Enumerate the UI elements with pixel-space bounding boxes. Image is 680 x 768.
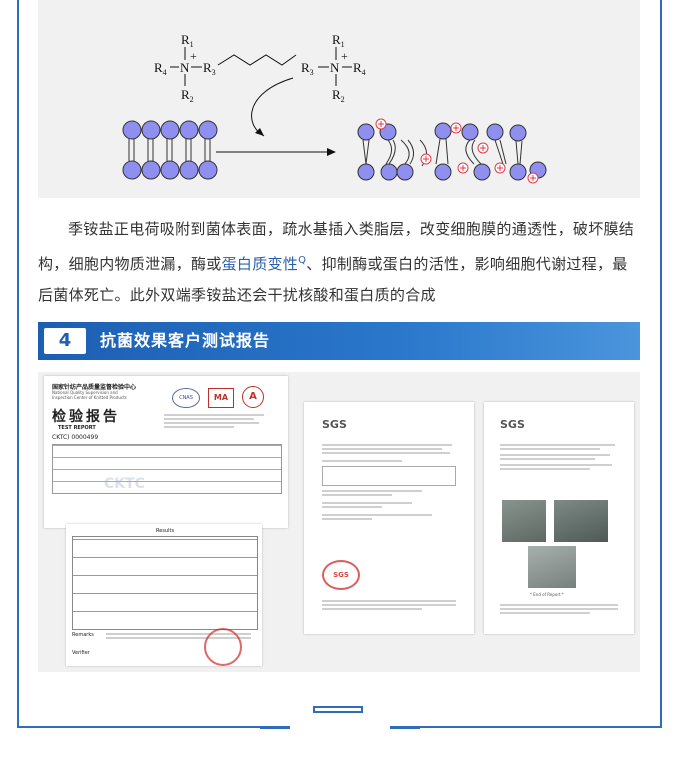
membrane-top-row bbox=[122, 120, 218, 140]
svg-text:+: + bbox=[341, 49, 348, 63]
verifier-label: Verifier bbox=[72, 650, 90, 656]
end-of-report: * End of Report * bbox=[530, 592, 564, 597]
disrupted-tails bbox=[362, 138, 523, 167]
report-address-lines bbox=[164, 412, 274, 430]
paragraph-text-start: 季铵盐正电荷吸附到菌体表面，疏水基插入类脂层，改变细胞膜的通透性，破坏膜结构，细… bbox=[38, 220, 635, 273]
report-subtitle: TEST REPORT bbox=[58, 425, 96, 431]
section-header: 4 抗菌效果客户测试报告 bbox=[38, 322, 640, 360]
svg-text:R3: R3 bbox=[203, 60, 216, 77]
report-code: CKTC) 0000499 bbox=[52, 434, 99, 441]
svg-text:+: + bbox=[190, 49, 197, 63]
protein-denaturation-link[interactable]: 蛋白质变性 bbox=[221, 255, 299, 273]
cktc-report-results: Results Remarks Verifier bbox=[66, 524, 262, 666]
curved-arrowhead bbox=[255, 128, 264, 136]
report-org-english-1: National Quality Supervision and bbox=[52, 390, 118, 395]
report-title: 检验报告 bbox=[52, 409, 120, 425]
svg-text:N: N bbox=[330, 60, 340, 75]
svg-text:R4: R4 bbox=[154, 60, 167, 77]
intact-membrane bbox=[122, 120, 218, 180]
mechanism-paragraph: 季铵盐正电荷吸附到菌体表面，疏水基插入类脂层，改变细胞膜的通透性，破坏膜结构，细… bbox=[38, 214, 640, 311]
paragraph-text-end: 、抑制酶或蛋白的活性，影响细胞代谢过程，最后菌体死亡。此外双端季铵盐还会干扰核酸… bbox=[38, 255, 628, 304]
watermark-seal: CKTC bbox=[104, 476, 145, 492]
sgs-report-page-1: SGS SGS bbox=[304, 402, 474, 634]
ma-badge: MA bbox=[208, 388, 234, 408]
sgs-2-footer bbox=[500, 602, 618, 616]
remarks-label: Remarks bbox=[72, 632, 94, 638]
section-number: 4 bbox=[44, 328, 86, 354]
process-arrowhead bbox=[327, 148, 336, 156]
report-org-name: 国家针纺产品质量监督检验中心 bbox=[52, 384, 137, 391]
disrupted-membrane bbox=[357, 118, 547, 184]
curved-arrow bbox=[251, 77, 294, 137]
svg-text:R2: R2 bbox=[332, 87, 345, 104]
test-reports-panel: 国家针纺产品质量监督检验中心 National Quality Supervis… bbox=[38, 372, 640, 672]
cktc-report-cover: 国家针纺产品质量监督检验中心 National Quality Supervis… bbox=[44, 376, 288, 528]
svg-text:R1: R1 bbox=[332, 32, 345, 49]
sgs-logo-2: SGS bbox=[500, 418, 525, 431]
svg-text:R3: R3 bbox=[301, 60, 314, 77]
right-ammonium-group: R1 R3 N + R4 R2 bbox=[301, 32, 366, 104]
sgs-report-page-2: SGS * End of Report * bbox=[484, 402, 634, 634]
results-heading: Results bbox=[156, 528, 175, 534]
sgs-2-text-block bbox=[500, 442, 618, 472]
left-ammonium-group: R1 R4 N + R3 R2 bbox=[154, 32, 216, 104]
svg-text:N: N bbox=[180, 60, 190, 75]
svg-text:R2: R2 bbox=[181, 87, 194, 104]
disrupted-heads bbox=[357, 122, 547, 181]
frame-gap bbox=[290, 724, 390, 732]
frame-ornament-left bbox=[260, 727, 290, 729]
report-summary-table bbox=[52, 444, 282, 494]
charge-plus-signs bbox=[378, 121, 536, 181]
svg-text:R1: R1 bbox=[181, 32, 194, 49]
frame-ornament-right bbox=[390, 727, 420, 729]
cal-badge: A bbox=[242, 386, 264, 408]
sgs-1-text-block bbox=[322, 442, 456, 522]
section-title: 抗菌效果客户测试报告 bbox=[100, 331, 271, 350]
mechanism-figure: R1 R4 N + R3 R2 R1 R3 N + R4 R2 bbox=[38, 0, 640, 198]
sample-photo-3 bbox=[528, 546, 576, 588]
sample-photo-2 bbox=[554, 500, 608, 542]
search-icon[interactable]: Q bbox=[298, 255, 307, 266]
sgs-1-footer bbox=[322, 598, 456, 612]
sgs-logo: SGS bbox=[322, 418, 347, 431]
sample-photo-1 bbox=[502, 500, 546, 542]
sgs-stamp: SGS bbox=[322, 560, 360, 590]
official-seal bbox=[204, 628, 242, 666]
remarks-lines bbox=[106, 631, 251, 641]
svg-text:R4: R4 bbox=[353, 60, 366, 77]
alkyl-chain bbox=[217, 54, 297, 66]
membrane-bottom-row bbox=[122, 160, 218, 180]
cnas-badge: CNAS bbox=[172, 388, 200, 408]
membrane-tails bbox=[128, 139, 211, 161]
mechanism-diagram: R1 R4 N + R3 R2 R1 R3 N + R4 R2 bbox=[122, 32, 547, 184]
frame-ornament-tab bbox=[313, 706, 363, 713]
report-org-english-2: Inspection Center of Knitted Products bbox=[52, 395, 127, 400]
results-table bbox=[72, 536, 258, 630]
